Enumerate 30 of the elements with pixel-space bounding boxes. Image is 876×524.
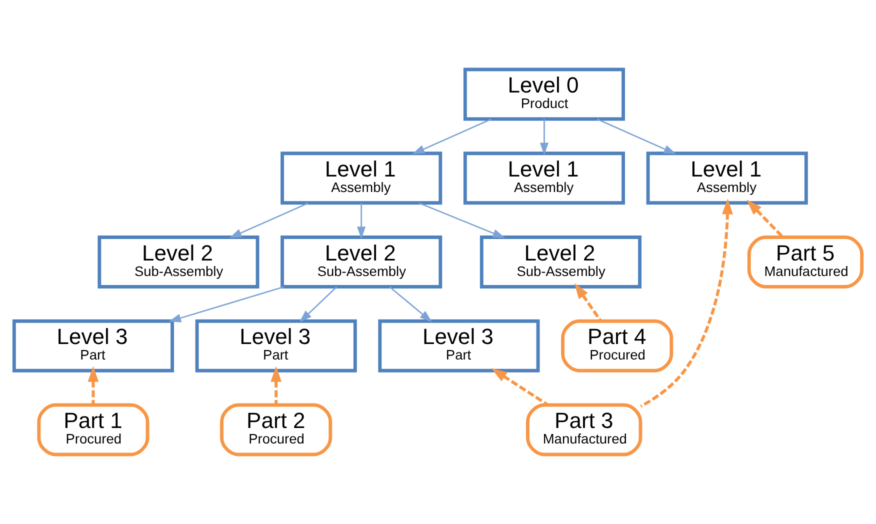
arrow	[491, 368, 549, 406]
node-box: Level 1 Assembly	[463, 152, 625, 205]
node-box: Level 3 Part	[378, 319, 540, 372]
arrow	[88, 366, 99, 405]
node-box: Level 1 Assembly	[646, 152, 808, 205]
arrow	[299, 286, 338, 322]
node-box: Part 1 Procured	[37, 403, 150, 456]
arrow	[168, 286, 284, 322]
arrow	[412, 118, 492, 154]
node-box: Part 5 Manufactured	[747, 236, 864, 288]
arrow	[640, 198, 733, 408]
node-box: Part 3 Manufactured	[526, 403, 642, 456]
arrow	[229, 202, 309, 238]
node-box: Part 2 Procured	[220, 403, 332, 456]
arrow	[574, 283, 602, 322]
arrow	[746, 200, 784, 238]
arrow	[357, 202, 366, 240]
arrow	[389, 286, 432, 322]
node-box: Level 3 Part	[12, 319, 174, 372]
node-box: Level 0 Product	[463, 68, 625, 121]
arrow	[540, 119, 549, 156]
node-box: Level 3 Part	[195, 319, 357, 372]
arrow	[270, 366, 282, 405]
node-box: Part 4 Procured	[561, 319, 674, 372]
node-box: Level 2 Sub-Assembly	[98, 236, 260, 288]
arrow	[418, 202, 506, 238]
arrow	[596, 118, 676, 154]
node-box: Level 2 Sub-Assembly	[480, 236, 642, 288]
node-box: Level 2 Sub-Assembly	[280, 236, 442, 288]
node-box: Level 1 Assembly	[280, 152, 442, 205]
